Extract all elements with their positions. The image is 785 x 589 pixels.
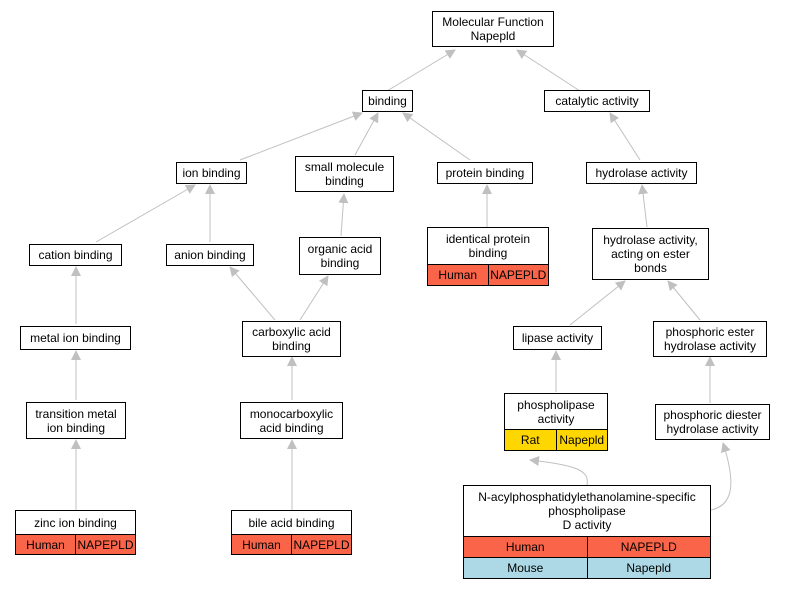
gene-cell: NAPEPLD: [75, 535, 135, 554]
edge-ion-binding: [239, 111, 363, 161]
species-cell: Human: [232, 535, 291, 554]
table-title-line: D activity: [562, 518, 612, 532]
edge-nape-diester: [710, 442, 732, 511]
table-title-line: binding: [468, 246, 508, 260]
table-title-line: identical protein: [445, 232, 531, 246]
species-cell: Mouse: [464, 558, 587, 578]
table-bile-acid-binding: bile acid binding Human NAPEPLD: [231, 510, 352, 555]
table-title-line: N-acylphosphatidylethanolamine-specific: [478, 490, 696, 504]
edge-binding-root: [386, 49, 456, 92]
node-ion-binding: ion binding: [176, 162, 247, 184]
node-binding: binding: [362, 90, 413, 112]
table-title-line: phospholipase: [548, 504, 626, 518]
edge-lipase-ester: [569, 280, 626, 326]
node-hydrolase-activity: hydrolase activity: [586, 162, 697, 184]
edge-carboxylic-anion: [229, 266, 276, 321]
edge-catalytic-root: [516, 49, 581, 92]
node-anion-binding: anion binding: [166, 244, 254, 266]
species-cell: Human: [464, 537, 587, 557]
gene-cell: NAPEPLD: [291, 535, 351, 554]
species-cell: Human: [428, 265, 488, 285]
species-cell: Human: [16, 535, 75, 554]
table-title-line: zinc ion binding: [34, 515, 117, 530]
gene-cell: Napepld: [586, 558, 710, 578]
species-cell: Rat: [505, 430, 556, 450]
node-metal-ion-binding: metal ion binding: [20, 326, 131, 350]
edge-carboxylic-organic: [299, 275, 329, 321]
edge-organic-small: [338, 193, 349, 237]
edge-nape-phospholipase: [529, 456, 588, 486]
gene-cell: NAPEPLD: [487, 265, 548, 285]
edge-ester-hydrolase: [638, 184, 649, 228]
edge-cation-ion: [95, 184, 196, 243]
node-lipase-activity: lipase activity: [513, 326, 602, 350]
gene-cell: Napepld: [555, 430, 607, 450]
gene-cell: NAPEPLD: [586, 537, 710, 557]
edge-small-molecule-binding: [354, 112, 379, 156]
node-catalytic-activity: catalytic activity: [544, 90, 650, 112]
node-cation-binding: cation binding: [29, 244, 122, 266]
table-title-line: activity: [537, 411, 575, 426]
edge-hydrolase-catalytic: [609, 112, 641, 161]
node-protein-binding: protein binding: [437, 162, 533, 184]
edge-protein-binding: [402, 112, 471, 161]
table-title-line: bile acid binding: [248, 515, 335, 530]
table-title-line: phospholipase: [517, 397, 595, 412]
table-zinc-ion-binding: zinc ion binding Human NAPEPLD: [15, 510, 136, 555]
edge-phosphoric-ester: [667, 280, 701, 321]
